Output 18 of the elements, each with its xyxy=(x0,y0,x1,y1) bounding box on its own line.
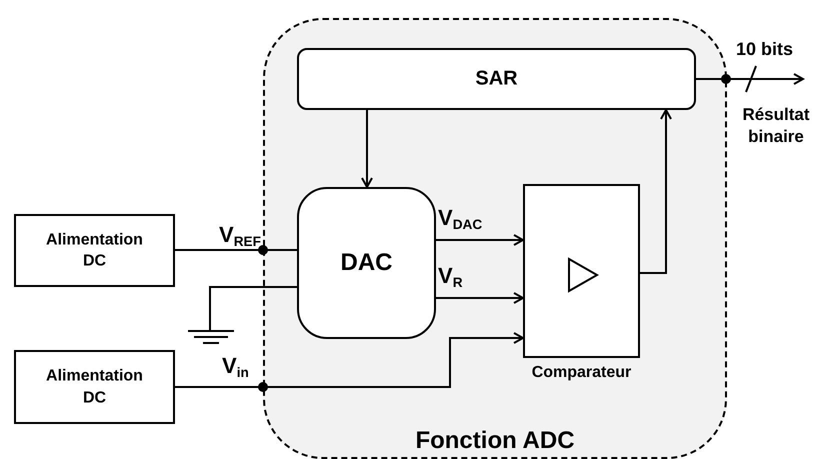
ground-symbol xyxy=(188,329,234,347)
signal-label: V$_{REF}$ xyxy=(219,224,261,249)
supply-box xyxy=(14,214,175,287)
output-caption: Résultat binaire xyxy=(741,104,811,148)
signal-label: V$_{R}$ xyxy=(438,265,463,290)
block-label: Alimentation DC xyxy=(45,230,144,272)
bus-width-label: 10 bits xyxy=(736,40,794,58)
signal-label: V$_{in}$ xyxy=(222,355,249,380)
block-label: DAC xyxy=(340,248,394,278)
supply-box xyxy=(14,350,175,424)
dashed-region xyxy=(263,18,727,459)
block-label: SAR xyxy=(474,66,519,92)
region-title: Fonction ADC xyxy=(414,426,576,456)
block-box xyxy=(297,187,436,339)
block-label: Comparateur xyxy=(530,363,632,383)
block-box xyxy=(297,48,696,110)
block-label: Alimentation DC xyxy=(45,366,144,408)
signal-label: V$_{DAC}$ xyxy=(438,207,482,232)
